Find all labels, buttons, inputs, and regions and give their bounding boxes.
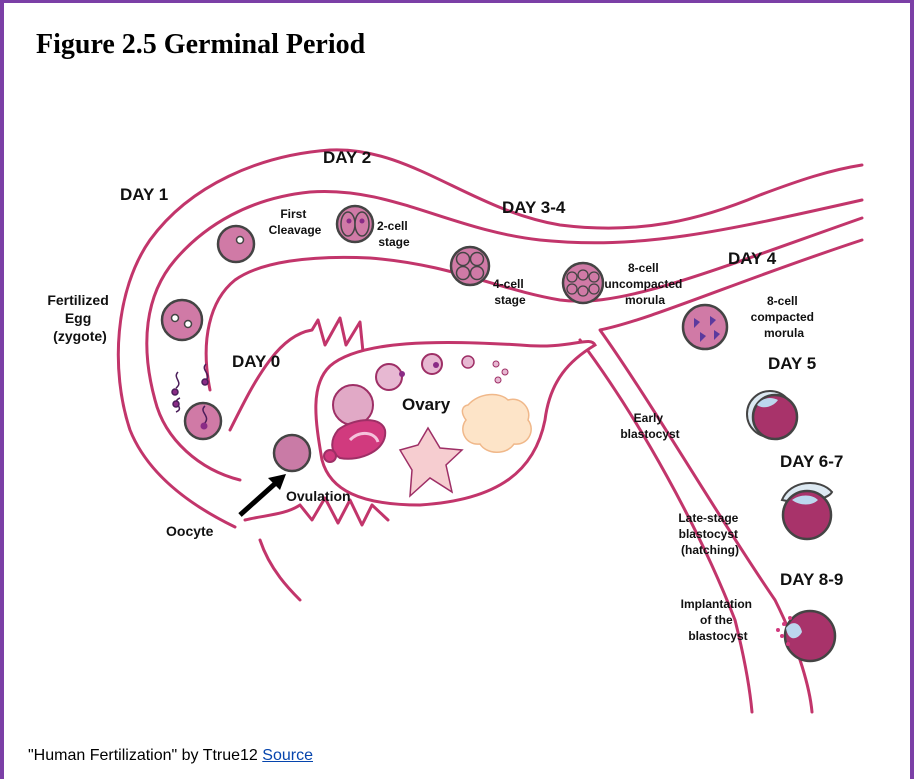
label-first-cleavage: First Cleavage	[269, 207, 322, 237]
label-day-3-4: DAY 3-4	[502, 198, 566, 217]
label-early-blastocyst: Early blastocyst	[620, 411, 679, 441]
label-day-1: DAY 1	[120, 185, 168, 204]
two-cell-embryo	[337, 206, 373, 242]
label-2-cell-stage: 2-cell stage	[377, 219, 411, 249]
label-day-6-7: DAY 6-7	[780, 452, 843, 471]
ovary	[316, 341, 595, 505]
label-ovary: Ovary	[402, 395, 451, 414]
label-day-4: DAY 4	[728, 249, 777, 268]
label-oocyte: Oocyte	[166, 523, 214, 539]
source-link[interactable]: Source	[262, 747, 313, 764]
eight-cell-compacted-morula	[683, 305, 727, 349]
first-cleavage-cell	[218, 226, 254, 262]
eight-cell-uncompacted-morula	[563, 263, 603, 303]
label-day-8-9: DAY 8-9	[780, 570, 843, 589]
label-ovulation: Ovulation	[286, 488, 351, 504]
four-cell-embryo	[451, 247, 489, 285]
label-day-5: DAY 5	[768, 354, 816, 373]
fertilizing-egg	[185, 403, 221, 439]
late-blastocyst	[782, 483, 832, 539]
figure-caption: "Human Fertilization" by Ttrue12 Source	[28, 747, 313, 765]
label-fertilized-egg: Fertilized Egg (zygote)	[47, 292, 112, 344]
early-blastocyst	[747, 391, 797, 439]
caption-text: "Human Fertilization" by Ttrue12	[28, 747, 262, 764]
label-day-0: DAY 0	[232, 352, 280, 371]
label-8-cell-compacted-morula: 8-cell compacted morula	[751, 294, 818, 340]
zygote	[162, 300, 202, 340]
label-implantation: Implantation of the blastocyst	[681, 597, 756, 643]
label-late-stage-blastocyst: Late-stage blastocyst (hatching)	[678, 511, 741, 557]
label-8-cell-uncompacted-morula: 8-cell uncompacted morula	[604, 261, 685, 307]
label-day-2: DAY 2	[323, 148, 371, 167]
